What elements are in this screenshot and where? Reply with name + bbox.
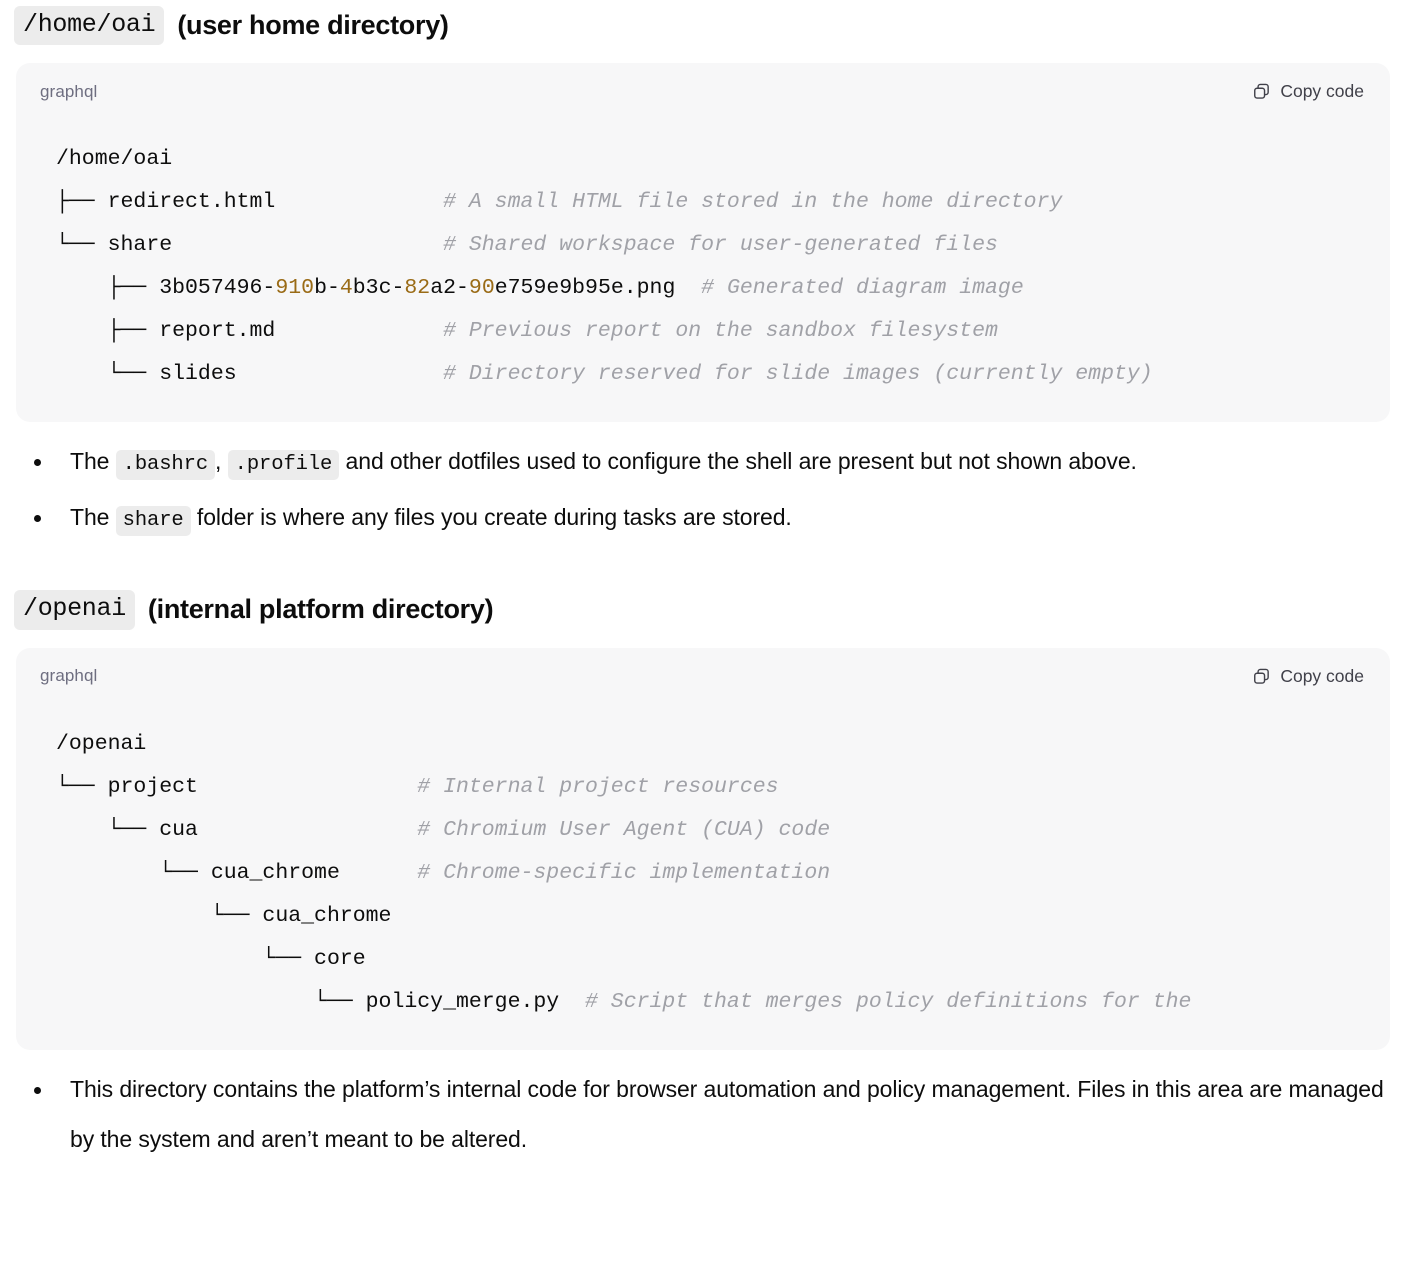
directory-tree-home: /home/oai ├── redirect.html # A small HTM… <box>16 108 1390 422</box>
list-item: The share folder is where any files you … <box>0 492 1406 546</box>
tree-line: └── share # Shared workspace for user-ge… <box>56 233 998 258</box>
list-item: This directory contains the platform’s i… <box>0 1064 1406 1164</box>
heading-code-path: /home/oai <box>14 6 165 46</box>
heading-code-path-openai: /openai <box>14 590 135 630</box>
bullet-text: folder is where any files you create dur… <box>190 504 792 531</box>
code-language-label-openai: graphql <box>40 666 98 685</box>
tree-line: └── cua # Chromium User Agent (CUA) code <box>56 817 831 842</box>
inline-code: share <box>115 506 191 537</box>
tree-line: └── cua_chrome <box>56 903 392 928</box>
code-block-header: graphql Copy code <box>16 63 1390 108</box>
heading-description: (user home directory) <box>177 9 449 40</box>
bullet-text: , <box>215 448 228 475</box>
code-language-label: graphql <box>40 81 98 101</box>
tree-comment: # Chromium User Agent (CUA) code <box>417 817 831 842</box>
copy-icon <box>1252 82 1271 101</box>
tree-line: ├── 3b057496-910b-4b3c-82a2-90e759e9b95e… <box>56 276 1024 301</box>
copy-code-label-openai: Copy code <box>1280 665 1364 686</box>
notes-list-openai: This directory contains the platform’s i… <box>0 1064 1406 1164</box>
tree-comment: # Directory reserved for slide images (c… <box>443 362 1153 387</box>
document-root: /home/oai (user home directory) graphql … <box>0 0 1406 1163</box>
tree-line: ├── redirect.html # A small HTML file st… <box>56 190 1063 215</box>
tree-comment: # Script that merges policy definitions … <box>585 989 1205 1014</box>
list-item: The .bashrc, .profile and other dotfiles… <box>0 436 1406 490</box>
tree-line: /home/oai <box>56 147 173 172</box>
tree-comment: # Previous report on the sandbox filesys… <box>443 319 998 344</box>
tree-comment: # A small HTML file stored in the home d… <box>443 190 1063 215</box>
tree-line: └── cua_chrome # Chrome-specific impleme… <box>56 860 831 885</box>
inline-code: .bashrc <box>115 450 216 481</box>
heading-description-openai: (internal platform directory) <box>147 594 494 624</box>
tree-line: └── slides # Directory reserved for slid… <box>56 362 1153 387</box>
tree-line: /openai <box>56 731 147 756</box>
code-block-header-openai: graphql Copy code <box>16 648 1390 693</box>
bullet-text: and other dotfiles used to configure the… <box>339 448 1137 475</box>
code-block-openai: graphql Copy code /openai └── project # I… <box>16 647 1390 1050</box>
copy-code-button-openai[interactable]: Copy code <box>1248 664 1368 689</box>
section-openai-directory: /openai (internal platform directory) gr… <box>0 590 1406 1163</box>
tree-line: ├── report.md # Previous report on the s… <box>56 319 998 344</box>
bullet-text: The <box>70 448 116 475</box>
page-title: /home/oai (user home directory) <box>0 6 1406 46</box>
copy-icon <box>1252 667 1271 686</box>
bullet-text: The <box>70 504 116 531</box>
notes-list-home: The .bashrc, .profile and other dotfiles… <box>0 436 1406 546</box>
bullet-text: This directory contains the platform’s i… <box>70 1075 1384 1152</box>
page-subtitle: /openai (internal platform directory) <box>0 590 1406 630</box>
tree-comment: # Internal project resources <box>417 774 779 799</box>
inline-code: .profile <box>227 450 340 481</box>
directory-tree-openai: /openai └── project # Internal project re… <box>16 693 1390 1050</box>
copy-code-label: Copy code <box>1280 81 1364 102</box>
tree-line: └── core <box>56 946 366 971</box>
section-gap <box>0 548 1406 590</box>
tree-comment: # Generated diagram image <box>701 276 1024 301</box>
tree-line: └── policy_merge.py # Script that merges… <box>56 989 1205 1014</box>
tree-comment: # Shared workspace for user-generated fi… <box>443 233 998 258</box>
section-home-directory: /home/oai (user home directory) graphql … <box>0 0 1406 546</box>
copy-code-button[interactable]: Copy code <box>1248 79 1368 104</box>
code-block-home: graphql Copy code /home/oai ├── redirect.… <box>16 63 1390 423</box>
tree-comment: # Chrome-specific implementation <box>417 860 831 885</box>
tree-line: └── project # Internal project resources <box>56 774 779 799</box>
